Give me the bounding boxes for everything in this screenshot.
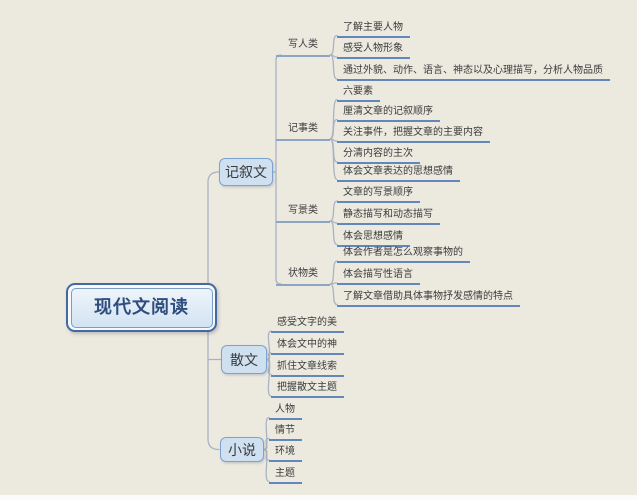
bottom-strip xyxy=(0,495,637,500)
leaf-node[interactable]: 文章的写景顺序 xyxy=(337,187,420,203)
leaf-node[interactable]: 体会描写性语言 xyxy=(337,269,420,285)
leaf-node[interactable]: 主题 xyxy=(269,468,302,484)
leaf-node[interactable]: 感受人物形象 xyxy=(337,43,410,59)
group-node-scenery[interactable]: 写景类 xyxy=(276,205,330,223)
group-node-writing-people[interactable]: 写人类 xyxy=(276,39,330,57)
leaf-node[interactable]: 环境 xyxy=(269,446,302,462)
leaf-node[interactable]: 体会作者是怎么观察事物的 xyxy=(337,247,470,263)
leaf-node[interactable]: 厘清文章的记叙顺序 xyxy=(337,106,440,122)
root-label: 现代文阅读 xyxy=(94,296,189,318)
leaf-node[interactable]: 了解主要人物 xyxy=(337,22,410,38)
leaf-node[interactable]: 体会文中的神 xyxy=(271,339,344,355)
group-node-objects[interactable]: 状物类 xyxy=(276,268,330,286)
leaf-node[interactable]: 人物 xyxy=(269,404,302,420)
leaf-node[interactable]: 体会思想感情 xyxy=(337,231,410,247)
group-node-events[interactable]: 记事类 xyxy=(276,123,330,141)
leaf-node[interactable]: 分清内容的主次 xyxy=(337,148,420,164)
leaf-node[interactable]: 把握散文主题 xyxy=(271,382,344,398)
leaf-node[interactable]: 感受文字的美 xyxy=(271,317,344,333)
root-node[interactable]: 现代文阅读 xyxy=(66,283,217,332)
branch-node-prose[interactable]: 散文 xyxy=(221,345,267,374)
leaf-node[interactable]: 六要素 xyxy=(337,86,380,102)
leaf-node[interactable]: 抓住文章线索 xyxy=(271,361,344,377)
leaf-node[interactable]: 关注事件，把握文章的主要内容 xyxy=(337,127,490,143)
leaf-node[interactable]: 了解文章借助具体事物抒发感情的特点 xyxy=(337,291,520,307)
branch-node-novel[interactable]: 小说 xyxy=(220,437,264,462)
branch-node-narrative[interactable]: 记叙文 xyxy=(219,158,273,186)
leaf-node[interactable]: 情节 xyxy=(269,425,302,441)
root-node-inner: 现代文阅读 xyxy=(70,287,213,328)
leaf-node[interactable]: 通过外貌、动作、语言、神态以及心理描写，分析人物品质 xyxy=(337,65,610,81)
leaf-node[interactable]: 体会文章表达的思想感情 xyxy=(337,166,460,182)
leaf-node[interactable]: 静态描写和动态描写 xyxy=(337,209,440,225)
